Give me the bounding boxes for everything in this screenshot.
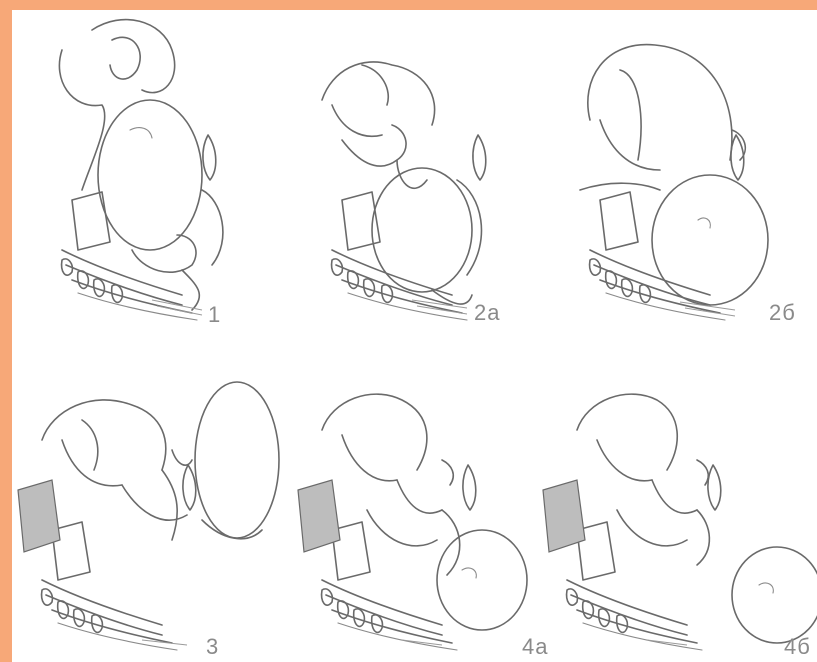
panel-label-4a: 4a — [522, 634, 548, 660]
panel-2a-drawing — [322, 62, 486, 320]
panel-label-3: 3 — [206, 634, 219, 660]
panel-label-1: 1 — [208, 302, 221, 328]
panel-4b-drawing — [543, 394, 817, 650]
diagram-sheet: 1 2a 2б 3 4a 4б — [12, 10, 817, 662]
panel-2b-drawing — [580, 45, 768, 320]
diagram-canvas — [12, 10, 817, 662]
panel-label-4b: 4б — [784, 634, 811, 660]
panel-label-2a: 2a — [474, 300, 500, 326]
panel-3-drawing — [18, 382, 279, 650]
panel-label-2b: 2б — [769, 300, 796, 326]
panel-1-drawing — [59, 20, 223, 320]
panel-4a-drawing — [298, 394, 527, 650]
